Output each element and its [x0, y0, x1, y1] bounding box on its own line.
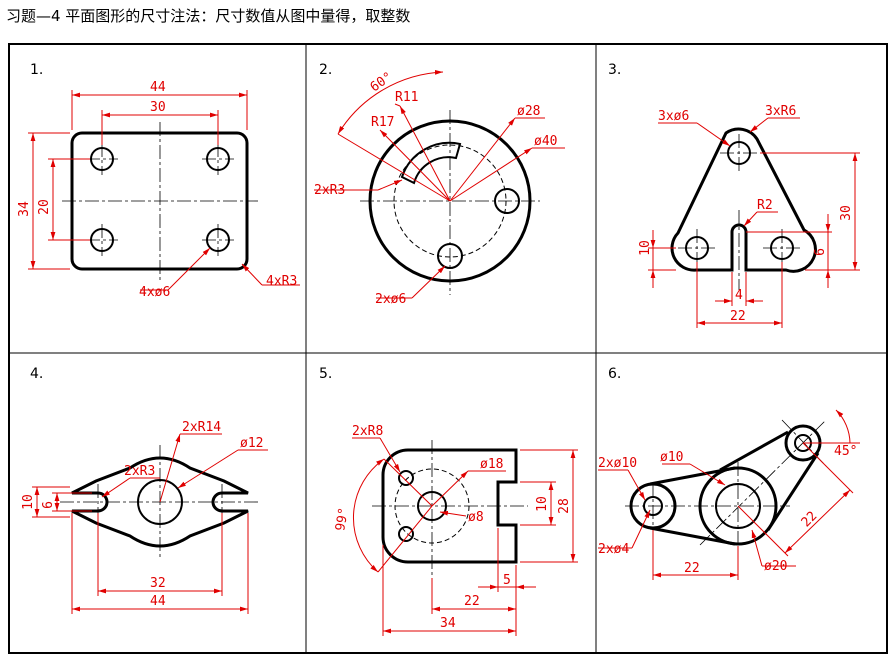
grid-frame	[8, 43, 888, 654]
p6-dim-dia10: ø10	[660, 450, 683, 465]
panel-6-drawing	[598, 409, 860, 580]
p6-dim-dia20: ø20	[764, 559, 787, 574]
p5-dim-dia8: ø8	[468, 510, 484, 525]
p5-dim-dia18: ø18	[480, 457, 503, 472]
p2-dim-r17: R17	[371, 115, 394, 130]
p2-dim-2x-dia6: 2xø6	[375, 292, 406, 307]
p2-dim-dia40: ø40	[534, 134, 557, 149]
p2-dim-60deg: 60°	[368, 70, 396, 96]
p6-dim-45deg: 45°	[834, 444, 857, 459]
p1-dim-30: 30	[150, 100, 166, 115]
panel-3-number: 3.	[608, 62, 621, 78]
panel-4-drawing	[32, 433, 268, 614]
panel-6-number: 6.	[608, 366, 621, 382]
p5-dim-22: 22	[464, 594, 480, 609]
p6-dim-22-horizontal: 22	[684, 561, 700, 576]
page-title: 习题—4 平面图形的尺寸注法：尺寸数值从图中量得，取整数	[6, 7, 411, 25]
p4-dim-2x-r14: 2xR14	[182, 420, 221, 435]
panel-2-number: 2.	[319, 62, 332, 78]
p4-dim-6: 6	[41, 501, 56, 509]
panel-1-number: 1.	[30, 62, 43, 78]
p4-dim-44: 44	[150, 594, 166, 609]
p1-dim-4x-dia6: 4xø6	[139, 285, 170, 300]
p5-dim-5: 5	[503, 573, 511, 588]
p1-dim-20: 20	[37, 199, 52, 215]
p6-dim-22-aligned: 22	[799, 509, 821, 531]
p2-dim-2x-r3: 2xR3	[314, 183, 345, 198]
p6-dim-2x-dia4: 2xø4	[598, 542, 629, 557]
p3-dim-3x-r6: 3xR6	[765, 104, 796, 119]
p3-dim-6: 6	[813, 248, 828, 256]
p3-dim-10: 10	[638, 240, 653, 256]
p5-dim-99deg: 99°	[333, 507, 352, 533]
p2-dim-r11: R11	[395, 90, 418, 105]
p1-dim-44: 44	[150, 80, 166, 95]
p3-dim-r2: R2	[757, 198, 773, 213]
p4-dim-10: 10	[21, 494, 36, 510]
p5-dim-10: 10	[535, 496, 550, 512]
p6-dim-2x-dia10: 2xø10	[598, 456, 637, 471]
panel-3-drawing	[648, 117, 860, 328]
p2-dim-dia28: ø28	[517, 104, 540, 119]
p3-dim-4: 4	[735, 288, 743, 303]
panel-5-drawing	[352, 437, 578, 636]
panel-4-number: 4.	[30, 366, 43, 382]
p5-dim-28: 28	[557, 498, 572, 514]
p5-dim-2x-r8: 2xR8	[352, 424, 383, 439]
p1-dim-4x-r3: 4xR3	[266, 274, 297, 289]
panel-5-number: 5.	[319, 366, 332, 382]
p3-dim-30: 30	[839, 205, 854, 221]
p4-dim-32: 32	[150, 576, 166, 591]
p3-dim-22: 22	[730, 309, 746, 324]
p4-dim-dia12: ø12	[240, 436, 263, 451]
p1-dim-34: 34	[17, 201, 32, 217]
panel-1-drawing	[28, 90, 300, 291]
p5-dim-34: 34	[440, 616, 456, 631]
panel-2-drawing	[314, 69, 565, 299]
p4-dim-2x-r3: 2xR3	[124, 464, 155, 479]
p3-dim-3x-dia6: 3xø6	[658, 109, 689, 124]
